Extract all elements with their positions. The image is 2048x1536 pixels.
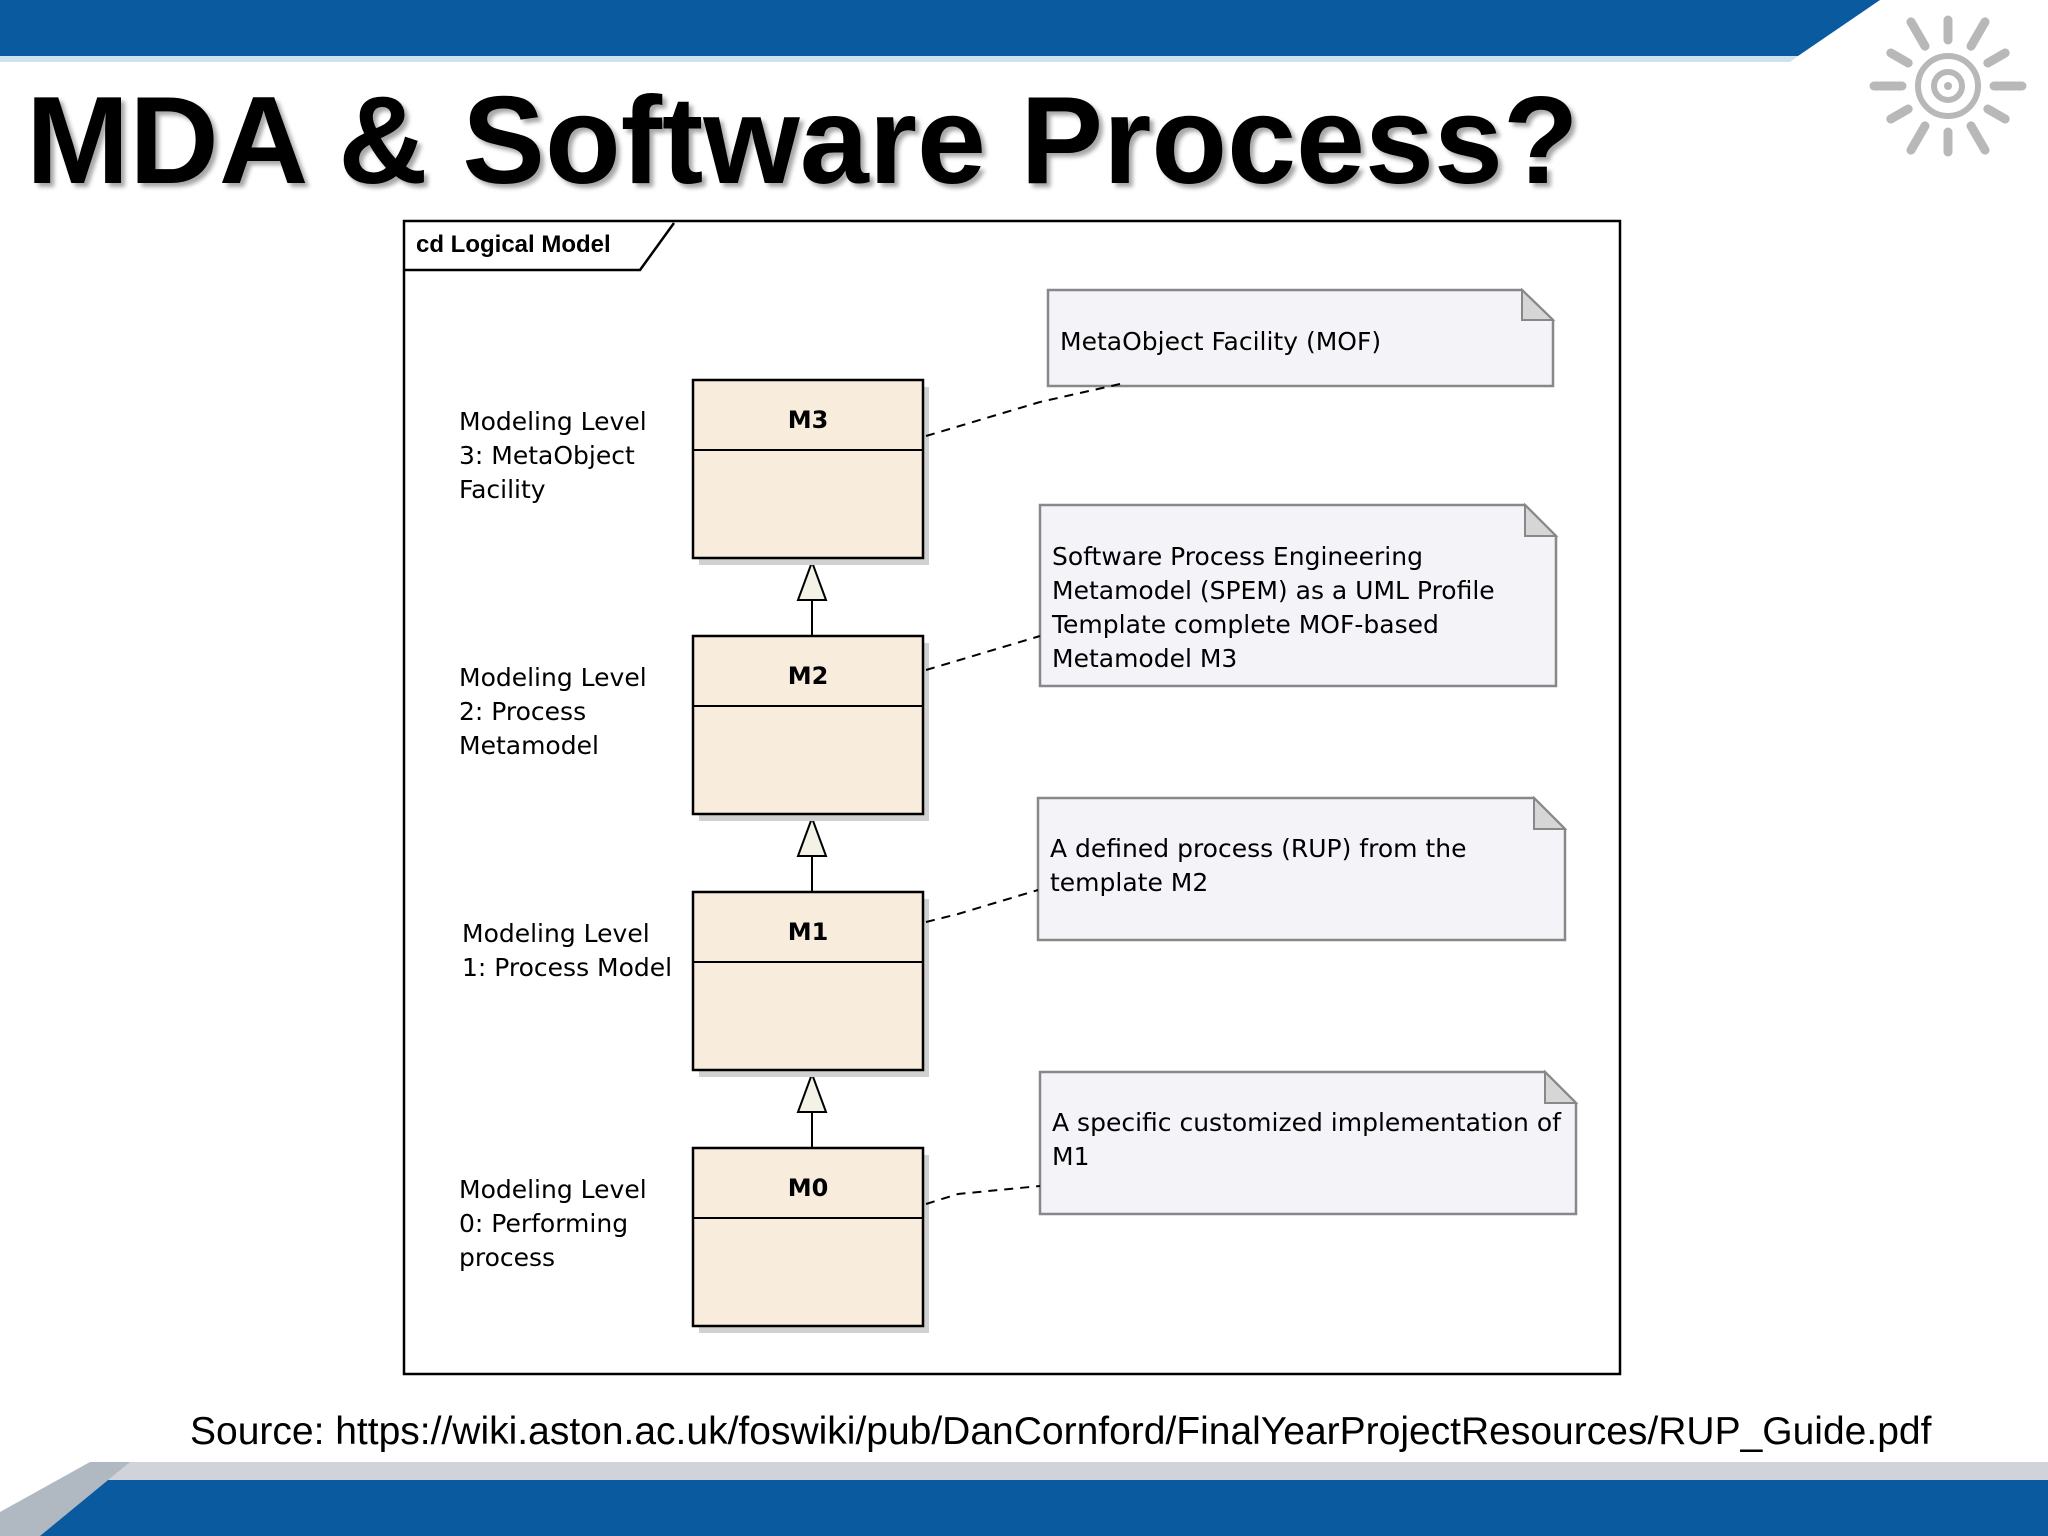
note-line: MetaObject Facility (MOF) xyxy=(1060,327,1382,356)
level-label-m3: Modeling Level 3: MetaObject Facility xyxy=(459,405,647,507)
level-label-line: Modeling Level xyxy=(462,919,650,948)
note-text-m3: MetaObject Facility (MOF) xyxy=(1060,325,1381,359)
slide-title: MDA & Software Process? xyxy=(26,72,1579,210)
note-box-m1[interactable] xyxy=(1036,795,1568,942)
class-box-m0[interactable] xyxy=(691,1146,929,1333)
note-box-m0[interactable] xyxy=(1038,1069,1579,1216)
note-box-m2[interactable] xyxy=(1038,502,1559,688)
class-name-m1: M1 xyxy=(787,918,829,946)
generalization-m0-m1 xyxy=(796,1071,828,1148)
level-label-line: 1: Process Model xyxy=(462,953,673,982)
sun-spiral-logo-icon xyxy=(1869,15,2027,157)
level-label-line: 0: Performing xyxy=(459,1209,629,1238)
class-box-m3[interactable] xyxy=(691,378,929,565)
note-line: A defined process (RUP) from the xyxy=(1050,834,1467,863)
generalization-m1-m2 xyxy=(796,815,828,892)
class-name-m3: M3 xyxy=(787,406,829,434)
note-box-m3[interactable] xyxy=(1046,287,1556,388)
note-connector-m3 xyxy=(925,383,1121,437)
source-citation: Source: https://wiki.aston.ac.uk/foswiki… xyxy=(190,1410,1932,1453)
note-line: Template complete MOF-based xyxy=(1052,610,1439,639)
class-name-m2: M2 xyxy=(787,662,829,690)
note-line: template M2 xyxy=(1050,868,1209,897)
note-connector-m2 xyxy=(925,635,1041,671)
class-box-m2[interactable] xyxy=(691,634,929,821)
level-label-m1: Modeling Level 1: Process Model xyxy=(462,917,672,985)
bottom-banner xyxy=(0,1462,2048,1536)
level-label-line: 2: Process xyxy=(459,697,587,726)
level-label-m0: Modeling Level 0: Performing process xyxy=(459,1173,647,1275)
class-box-m1[interactable] xyxy=(691,890,929,1077)
level-label-line: Facility xyxy=(459,475,546,504)
note-connector-m1 xyxy=(925,889,1039,923)
generalization-m2-m3 xyxy=(796,559,828,636)
level-label-line: Metamodel xyxy=(459,731,599,760)
level-label-line: 3: MetaObject xyxy=(459,441,635,470)
note-line: Metamodel M3 xyxy=(1052,644,1238,673)
note-line: A specific customized implementation of xyxy=(1052,1108,1561,1137)
level-label-line: Modeling Level xyxy=(459,663,647,692)
level-label-m2: Modeling Level 2: Process Metamodel xyxy=(459,661,647,763)
note-text-m2: Software Process Engineering Metamodel (… xyxy=(1052,540,1495,676)
level-label-line: process xyxy=(459,1243,556,1272)
level-label-line: Modeling Level xyxy=(459,1175,647,1204)
note-connector-m0 xyxy=(925,1185,1041,1205)
class-name-m0: M0 xyxy=(787,1174,829,1202)
level-label-line: Modeling Level xyxy=(459,407,647,436)
note-text-m1: A defined process (RUP) from the templat… xyxy=(1050,832,1466,900)
note-line: Metamodel (SPEM) as a UML Profile xyxy=(1052,576,1495,605)
note-line: Software Process Engineering xyxy=(1052,542,1423,571)
top-banner xyxy=(0,0,1880,62)
note-text-m0: A specific customized implementation of … xyxy=(1052,1106,1561,1174)
diagram-frame-label: cd Logical Model xyxy=(416,231,611,258)
note-line: M1 xyxy=(1052,1142,1090,1171)
